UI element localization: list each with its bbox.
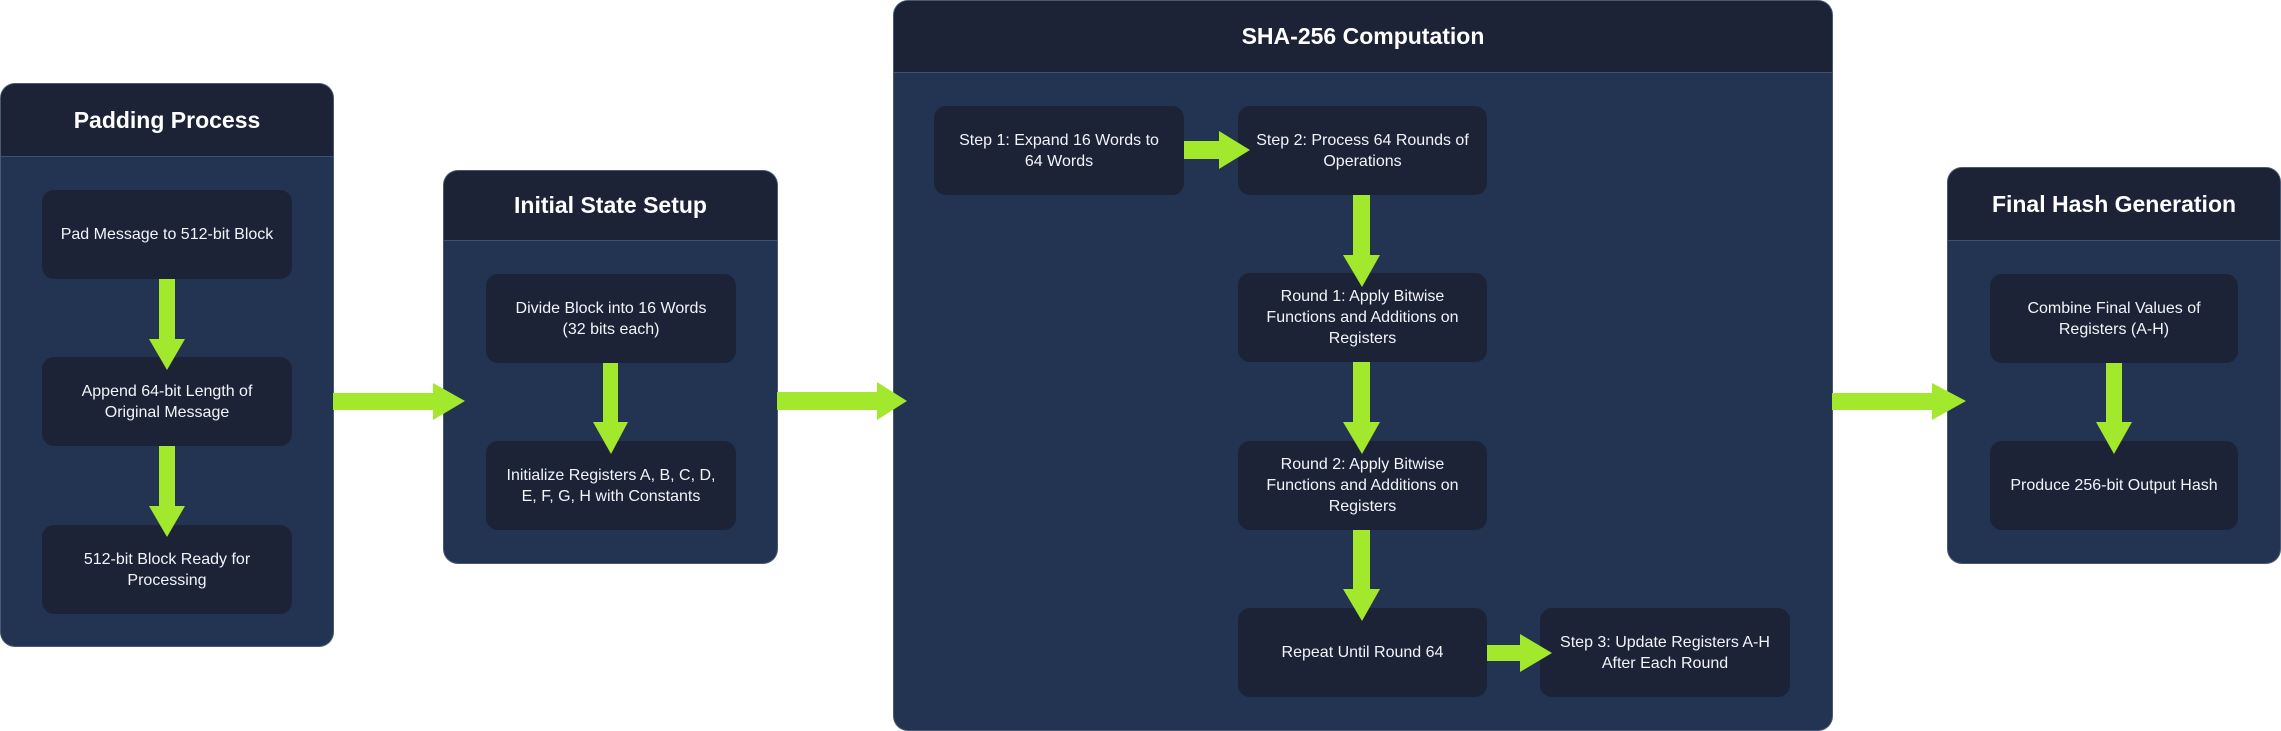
- cluster-title-padding-process: Padding Process: [1, 84, 333, 157]
- cluster-title-sha256-computation: SHA-256 Computation: [894, 1, 1832, 73]
- node-step2-process[interactable]: Step 2: Process 64 Rounds of Operations: [1238, 106, 1487, 195]
- node-repeat-until-64[interactable]: Repeat Until Round 64: [1238, 608, 1487, 697]
- node-pad-message[interactable]: Pad Message to 512-bit Block: [42, 190, 292, 279]
- node-divide-block[interactable]: Divide Block into 16 Words (32 bits each…: [486, 274, 736, 363]
- node-step1-expand[interactable]: Step 1: Expand 16 Words to 64 Words: [934, 106, 1184, 195]
- node-round1[interactable]: Round 1: Apply Bitwise Functions and Add…: [1238, 273, 1487, 362]
- cluster-title-final-hash-generation: Final Hash Generation: [1948, 168, 2280, 241]
- node-combine-final[interactable]: Combine Final Values of Registers (A-H): [1990, 274, 2238, 363]
- node-produce-hash[interactable]: Produce 256-bit Output Hash: [1990, 441, 2238, 530]
- node-initialize-registers[interactable]: Initialize Registers A, B, C, D, E, F, G…: [486, 441, 736, 530]
- node-block-ready[interactable]: 512-bit Block Ready for Processing: [42, 525, 292, 614]
- node-append-length[interactable]: Append 64-bit Length of Original Message: [42, 357, 292, 446]
- cluster-title-initial-state-setup: Initial State Setup: [444, 171, 777, 241]
- node-step3-update[interactable]: Step 3: Update Registers A-H After Each …: [1540, 608, 1790, 697]
- node-round2[interactable]: Round 2: Apply Bitwise Functions and Add…: [1238, 441, 1487, 530]
- arrow-initial-to-computation: [777, 382, 907, 420]
- arrow-computation-to-final: [1832, 383, 1966, 420]
